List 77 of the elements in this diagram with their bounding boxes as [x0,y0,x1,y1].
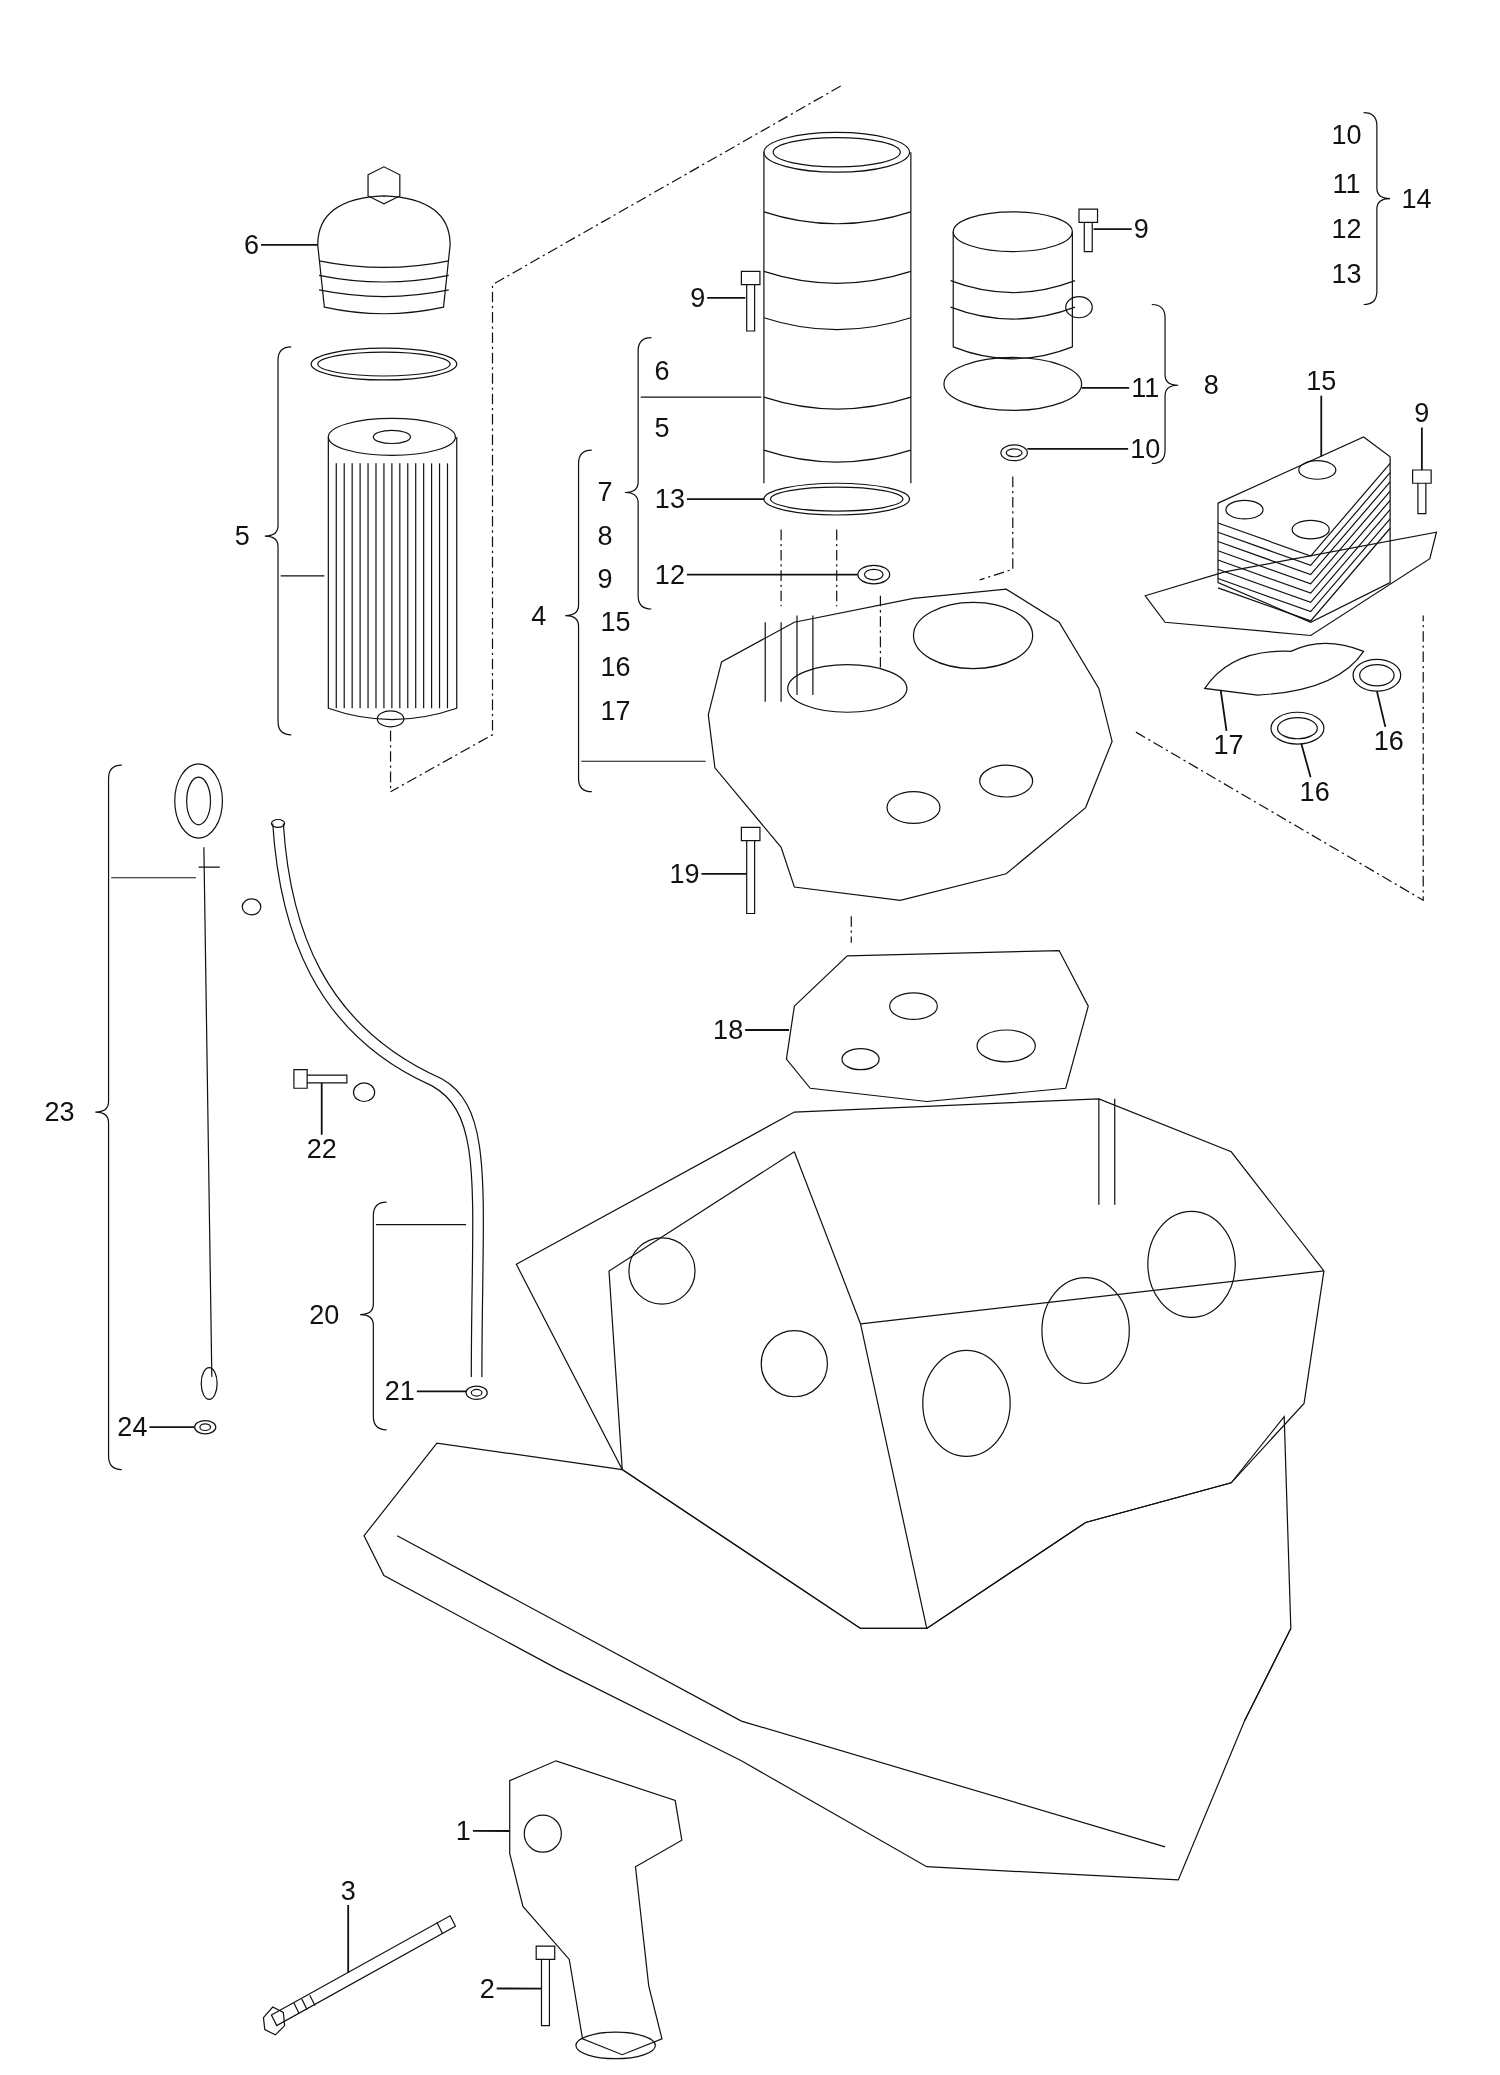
leader-line [320,1082,323,1136]
callout-number: 4 [531,602,547,630]
rod-drawing [262,1914,457,2036]
callout-number: 9 [597,565,613,593]
callout-number: 9 [1414,399,1430,427]
callout-number: 7 [597,479,613,506]
callout-number: 15 [600,608,631,636]
callout-number: 1 [455,1817,471,1845]
sealing-ring-drawing [857,564,891,585]
bolt-drawing [740,826,761,915]
leader-line [1300,743,1312,779]
sealing-ring-drawing [194,1419,217,1435]
leader-line [1219,688,1228,732]
gasket-drawing [785,949,1089,1103]
o-ring-drawing [763,482,911,516]
callout-number: 22 [306,1135,337,1163]
o-ring-drawing [943,356,1083,411]
callout-number: 9 [1133,215,1149,243]
leader-line [1376,690,1387,728]
callout-number: 9 [690,284,706,312]
leader-line [1320,394,1323,458]
bolt-drawing [1078,208,1099,253]
callout-number: 5 [654,414,670,442]
callout-number: 21 [384,1377,415,1405]
leader-line [706,297,747,299]
sealing-ring-drawing [465,1385,488,1400]
callout-number: 10 [1130,435,1161,463]
callout-number: 12 [654,561,685,589]
leader-line [1080,387,1131,389]
callout-number: 6 [654,357,670,385]
callout-number: 17 [600,697,631,725]
callout-number: 3 [340,1877,356,1905]
callout-number: 10 [1331,121,1362,149]
gasket-drawing [1204,642,1365,696]
callout-number: 14 [1401,185,1432,213]
callout-number: 15 [1306,367,1337,395]
leader-line [686,498,765,500]
leader-line [148,1426,196,1429]
callout-number: 11 [1131,374,1160,402]
bolt-drawing [293,1069,348,1089]
leader-line [495,1987,543,1990]
callout-number: 16 [1299,778,1330,806]
leader-line [347,1904,350,1974]
callout-number: 16 [600,653,631,681]
callout-number: 18 [713,1016,744,1044]
leader-line [1421,426,1423,471]
callout-number: 8 [597,522,613,550]
leader-line [700,872,748,875]
filter-cap-drawing [317,166,451,315]
leader-line [686,573,859,576]
bolt-drawing [1412,469,1432,515]
leader-line [472,1830,511,1832]
sealing-ring-drawing [1352,658,1402,692]
callout-number: 2 [479,1975,495,2002]
callout-number: 13 [1331,260,1362,288]
sealing-ring-drawing [1000,444,1028,462]
leader-line [1092,228,1133,230]
callout-number: 5 [234,522,250,550]
callout-number: 8 [1203,371,1219,399]
callout-number: 13 [654,485,685,513]
bolt-drawing [535,1945,556,2027]
callout-number: 16 [1373,727,1404,755]
callout-number: 6 [244,231,260,259]
callout-number: 20 [309,1301,340,1329]
sealing-ring-drawing [1270,711,1325,745]
callout-number: 19 [669,860,700,888]
leader-line [260,244,319,246]
leader-line [1026,447,1130,450]
callout-number: 23 [44,1098,75,1126]
leader-line [744,1029,790,1031]
oil-pump-drawing [509,1760,683,2060]
leader-line [415,1390,467,1393]
bolt-drawing [740,270,761,332]
callout-number: 17 [1213,731,1244,759]
callout-number: 24 [117,1413,148,1441]
callout-number: 12 [1331,215,1362,243]
callout-number: 11 [1332,170,1361,198]
